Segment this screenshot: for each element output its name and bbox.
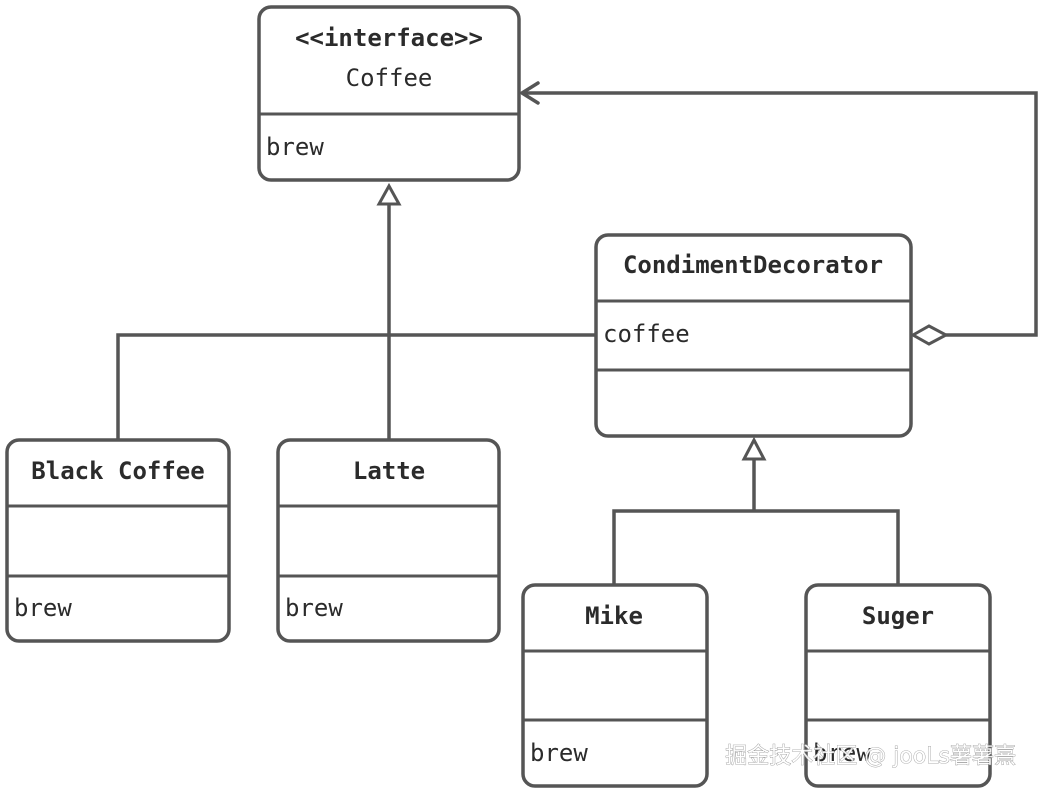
arrow-heads [376, 81, 950, 461]
class-box-suger-frame [804, 583, 992, 788]
inheritance-triangle-head [741, 436, 767, 461]
class-coffee-stereotype: <<interface>> [295, 24, 483, 52]
class-box-coffee-frame [257, 5, 521, 182]
class-black-coffee-method-brew: brew [14, 594, 72, 622]
class-box-black-coffee-frame [5, 438, 231, 643]
watermark: 掘金技术社区 @ jooLs薯薯熹 [725, 744, 1016, 769]
class-box-condiment-decorator: CondimentDecorator coffee [594, 233, 913, 438]
aggregation-edge [522, 91, 1038, 337]
class-condiment-decorator-name: CondimentDecorator [623, 251, 883, 279]
class-box-latte: Latte brew [276, 438, 501, 643]
class-black-coffee-name: Black Coffee [31, 457, 204, 485]
class-box-suger: Suger brew [804, 583, 992, 788]
class-box-black-coffee: Black Coffee brew [5, 438, 231, 643]
class-condiment-decorator-attribute-coffee: coffee [603, 320, 690, 348]
class-box-coffee: <<interface>> Coffee brew [257, 5, 521, 182]
realization-triangle-head [376, 182, 402, 206]
class-suger-name: Suger [862, 602, 934, 630]
realization-edge-black-coffee [116, 333, 596, 440]
inheritance-edge-mike [612, 509, 900, 585]
class-latte-name: Latte [353, 457, 425, 485]
class-box-mike: Mike brew [521, 583, 709, 788]
class-coffee-name: Coffee [346, 64, 433, 92]
class-box-latte-frame [276, 438, 501, 643]
class-coffee-method-brew: brew [266, 133, 324, 161]
class-box-condiment-decorator-frame [594, 233, 913, 438]
aggregation-open-arrow-head [520, 81, 540, 105]
class-box-mike-frame [521, 583, 709, 788]
class-latte-method-brew: brew [285, 594, 343, 622]
class-suger-method-brew: brew [813, 739, 871, 767]
aggregation-diamond [909, 324, 950, 346]
relationship-lines [116, 91, 1038, 585]
class-mike-method-brew: brew [530, 739, 588, 767]
class-mike-name: Mike [585, 602, 643, 630]
